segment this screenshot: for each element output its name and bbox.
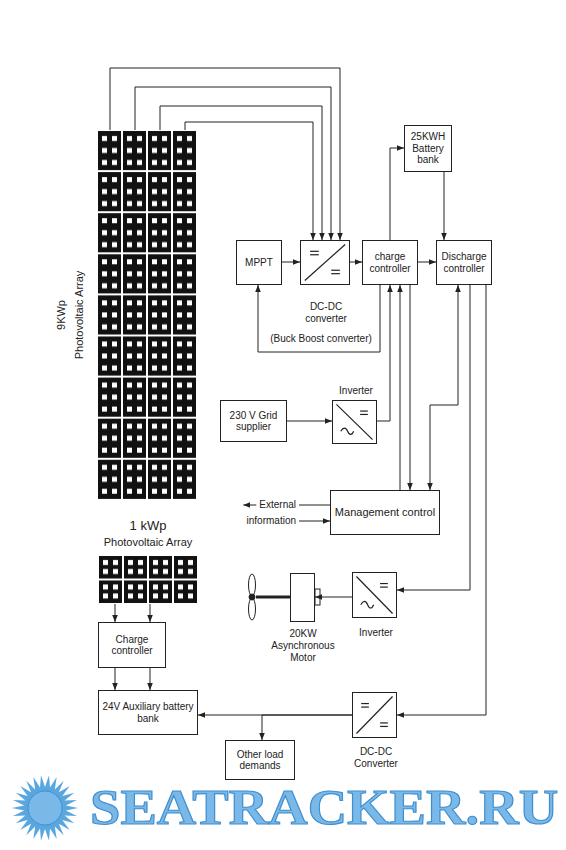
battery-box: 24V Auxiliary battery bank [98,690,198,735]
connector [377,285,390,421]
sun-rays [12,775,78,841]
connector [418,262,436,263]
battery-box: 25KWH Battery bank [404,125,452,172]
pv-panel [97,130,197,500]
connector [287,421,332,422]
box-text: Other load demands [229,749,291,772]
converter-symbol [353,573,396,617]
note-text: External [259,499,296,511]
sun-logo [12,775,78,841]
equal-sign [380,583,388,584]
connector [282,262,300,263]
connector [444,172,445,240]
connector [315,597,352,598]
label-text: 9KWp [55,300,68,330]
diagonal [305,244,345,280]
box-text: Charge controller [102,634,162,657]
connector [115,668,116,690]
connector [185,122,313,240]
diagonal [356,697,392,734]
connector [430,285,458,490]
label-text: 1 kWp [130,518,167,534]
equal-sign [331,273,340,274]
label-text: Inverter [359,627,393,639]
equal-sign [380,726,388,727]
converter-symbol [353,693,396,737]
equal-sign [380,722,388,723]
mppt-box: MPPT [236,240,282,285]
box-text: 25KWH Battery bank [408,131,448,166]
leader-line [299,505,330,506]
motor-body: 20KW Asynchronous Motor [290,573,315,622]
pv-cells [97,130,197,500]
grid-box: 230 V Grid supplier [220,400,287,442]
pv-array: 9KWpPhotovoltaic Array [97,130,197,500]
load-box: Other load demands [225,740,295,780]
equal-sign [360,410,368,411]
box-text: 230 V Grid supplier [224,410,283,433]
converter-box: DC-DC Converter [352,692,397,738]
equal-sign [361,706,369,707]
box-text: Discharge controller [440,251,488,274]
note-text: information [247,515,296,527]
tilde [341,428,354,434]
leader-arrow [243,505,256,506]
label-text: Photovoltaic Array [73,271,86,360]
inverter-box: Inverter [352,572,397,618]
box-text: charge controller [366,251,414,274]
sun-disc [28,791,62,825]
equal-sign [310,254,319,255]
connector [115,604,116,622]
converter-box: DC-DC converter(Buck Boost converter) [300,240,350,285]
label-text: DC-DC Converter [346,746,406,770]
converter-symbol [333,401,376,443]
connector [150,604,151,622]
connector [390,148,404,240]
pv-panel [98,555,198,604]
leader-arrow [299,521,330,522]
watermark: SEATRACKER.RU [90,781,558,832]
diagonal [336,404,372,439]
management-box: Management control [330,490,440,535]
label-text: Photovoltaic Array [104,536,193,549]
converter-symbol [301,241,349,284]
box-text: MPPT [245,257,273,269]
diagonal [356,577,392,614]
label-text: 20KW Asynchronous Motor [263,628,343,664]
connector [350,262,362,263]
controller-box: charge controller [362,240,418,285]
label-text: Inverter [339,385,373,397]
controller-box: Charge controller [98,622,166,668]
pv-cells [98,555,198,604]
equal-sign [310,251,319,252]
inverter-box: Inverter [332,400,377,444]
connector [410,285,411,490]
equal-sign [361,703,369,704]
equal-sign [380,586,388,587]
connector [262,715,352,740]
tilde [361,601,374,608]
box-text: 24V Auxiliary battery bank [102,701,194,724]
pv-array: 1 kWpPhotovoltaic Array [98,555,198,604]
equal-sign [331,270,340,271]
box-text: Management control [335,506,435,519]
controller-box: Discharge controller [436,240,492,285]
connector [400,285,401,490]
connector [397,285,470,590]
label-text: DC-DC converter [296,301,356,325]
connector [150,668,151,690]
equal-sign [360,414,368,415]
connector [258,285,380,352]
label-text: (Buck Boost converter) [270,333,372,345]
